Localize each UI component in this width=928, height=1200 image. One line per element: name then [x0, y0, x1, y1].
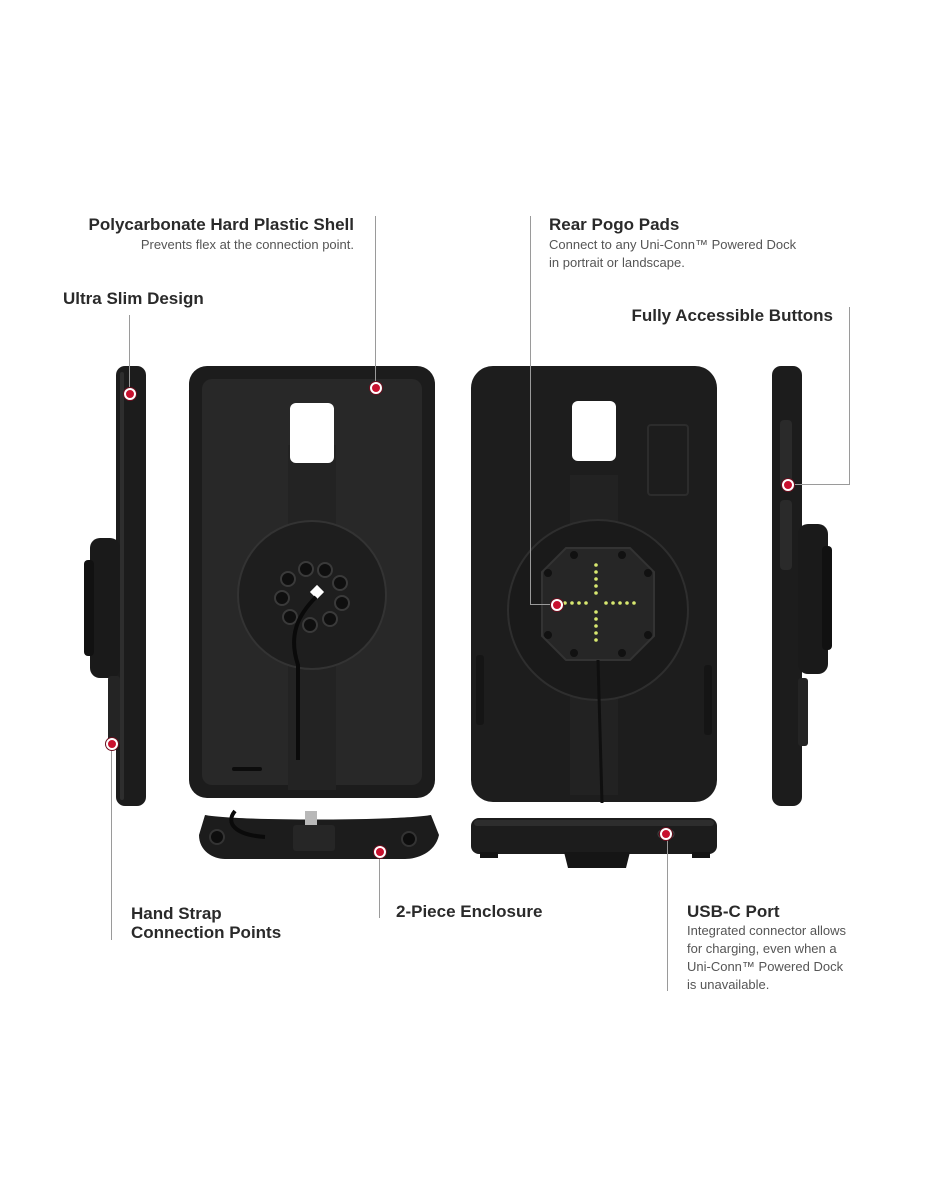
usbc-desc-3: Uni-Conn™ Powered Dock — [687, 959, 844, 974]
enclosure-title: 2-Piece Enclosure — [396, 902, 543, 921]
usbc-desc-1: Integrated connector allows — [687, 923, 846, 938]
dot-usbc — [660, 828, 672, 840]
ultra-slim-title: Ultra Slim Design — [63, 289, 204, 308]
usbc-desc-4: is unavailable. — [687, 977, 770, 992]
bottom-edge-view — [471, 818, 717, 868]
dot-polycarbonate — [370, 382, 382, 394]
leader-enclosure — [379, 852, 380, 918]
hand-strap-title-1: Hand Strap — [131, 904, 222, 923]
dot-enclosure — [374, 846, 386, 858]
front-cradle — [189, 366, 435, 798]
leader-buttons-h — [787, 484, 850, 485]
leader-hand-strap — [111, 744, 112, 940]
rear-pogo-title: Rear Pogo Pads — [549, 215, 680, 234]
dot-rear-pogo — [551, 599, 563, 611]
side-profile-right — [772, 366, 832, 806]
leader-usbc — [667, 834, 668, 991]
hand-strap-title-2: Connection Points — [131, 923, 282, 942]
buttons-title: Fully Accessible Buttons — [631, 306, 833, 325]
side-profile-left — [84, 366, 146, 806]
dot-ultra-slim — [124, 388, 136, 400]
usbc-desc-2: for charging, even when a — [687, 941, 837, 956]
polycarbonate-shell-desc: Prevents flex at the connection point. — [140, 237, 354, 252]
rear-back — [471, 366, 717, 804]
rear-pogo-desc-2: in portrait or landscape. — [549, 255, 685, 270]
leader-rear-pogo-h — [530, 604, 556, 605]
rear-pogo-desc-1: Connect to any Uni-Conn™ Powered Dock — [549, 237, 797, 252]
bottom-enclosure-piece — [199, 809, 439, 859]
dot-buttons — [782, 479, 794, 491]
leader-rear-pogo — [530, 216, 531, 604]
polycarbonate-shell-title: Polycarbonate Hard Plastic Shell — [88, 215, 354, 234]
leader-ultra-slim — [129, 315, 130, 393]
leader-polycarbonate — [375, 216, 376, 387]
dot-hand-strap — [106, 738, 118, 750]
leader-buttons-v — [849, 307, 850, 485]
usbc-title: USB-C Port — [687, 902, 780, 921]
